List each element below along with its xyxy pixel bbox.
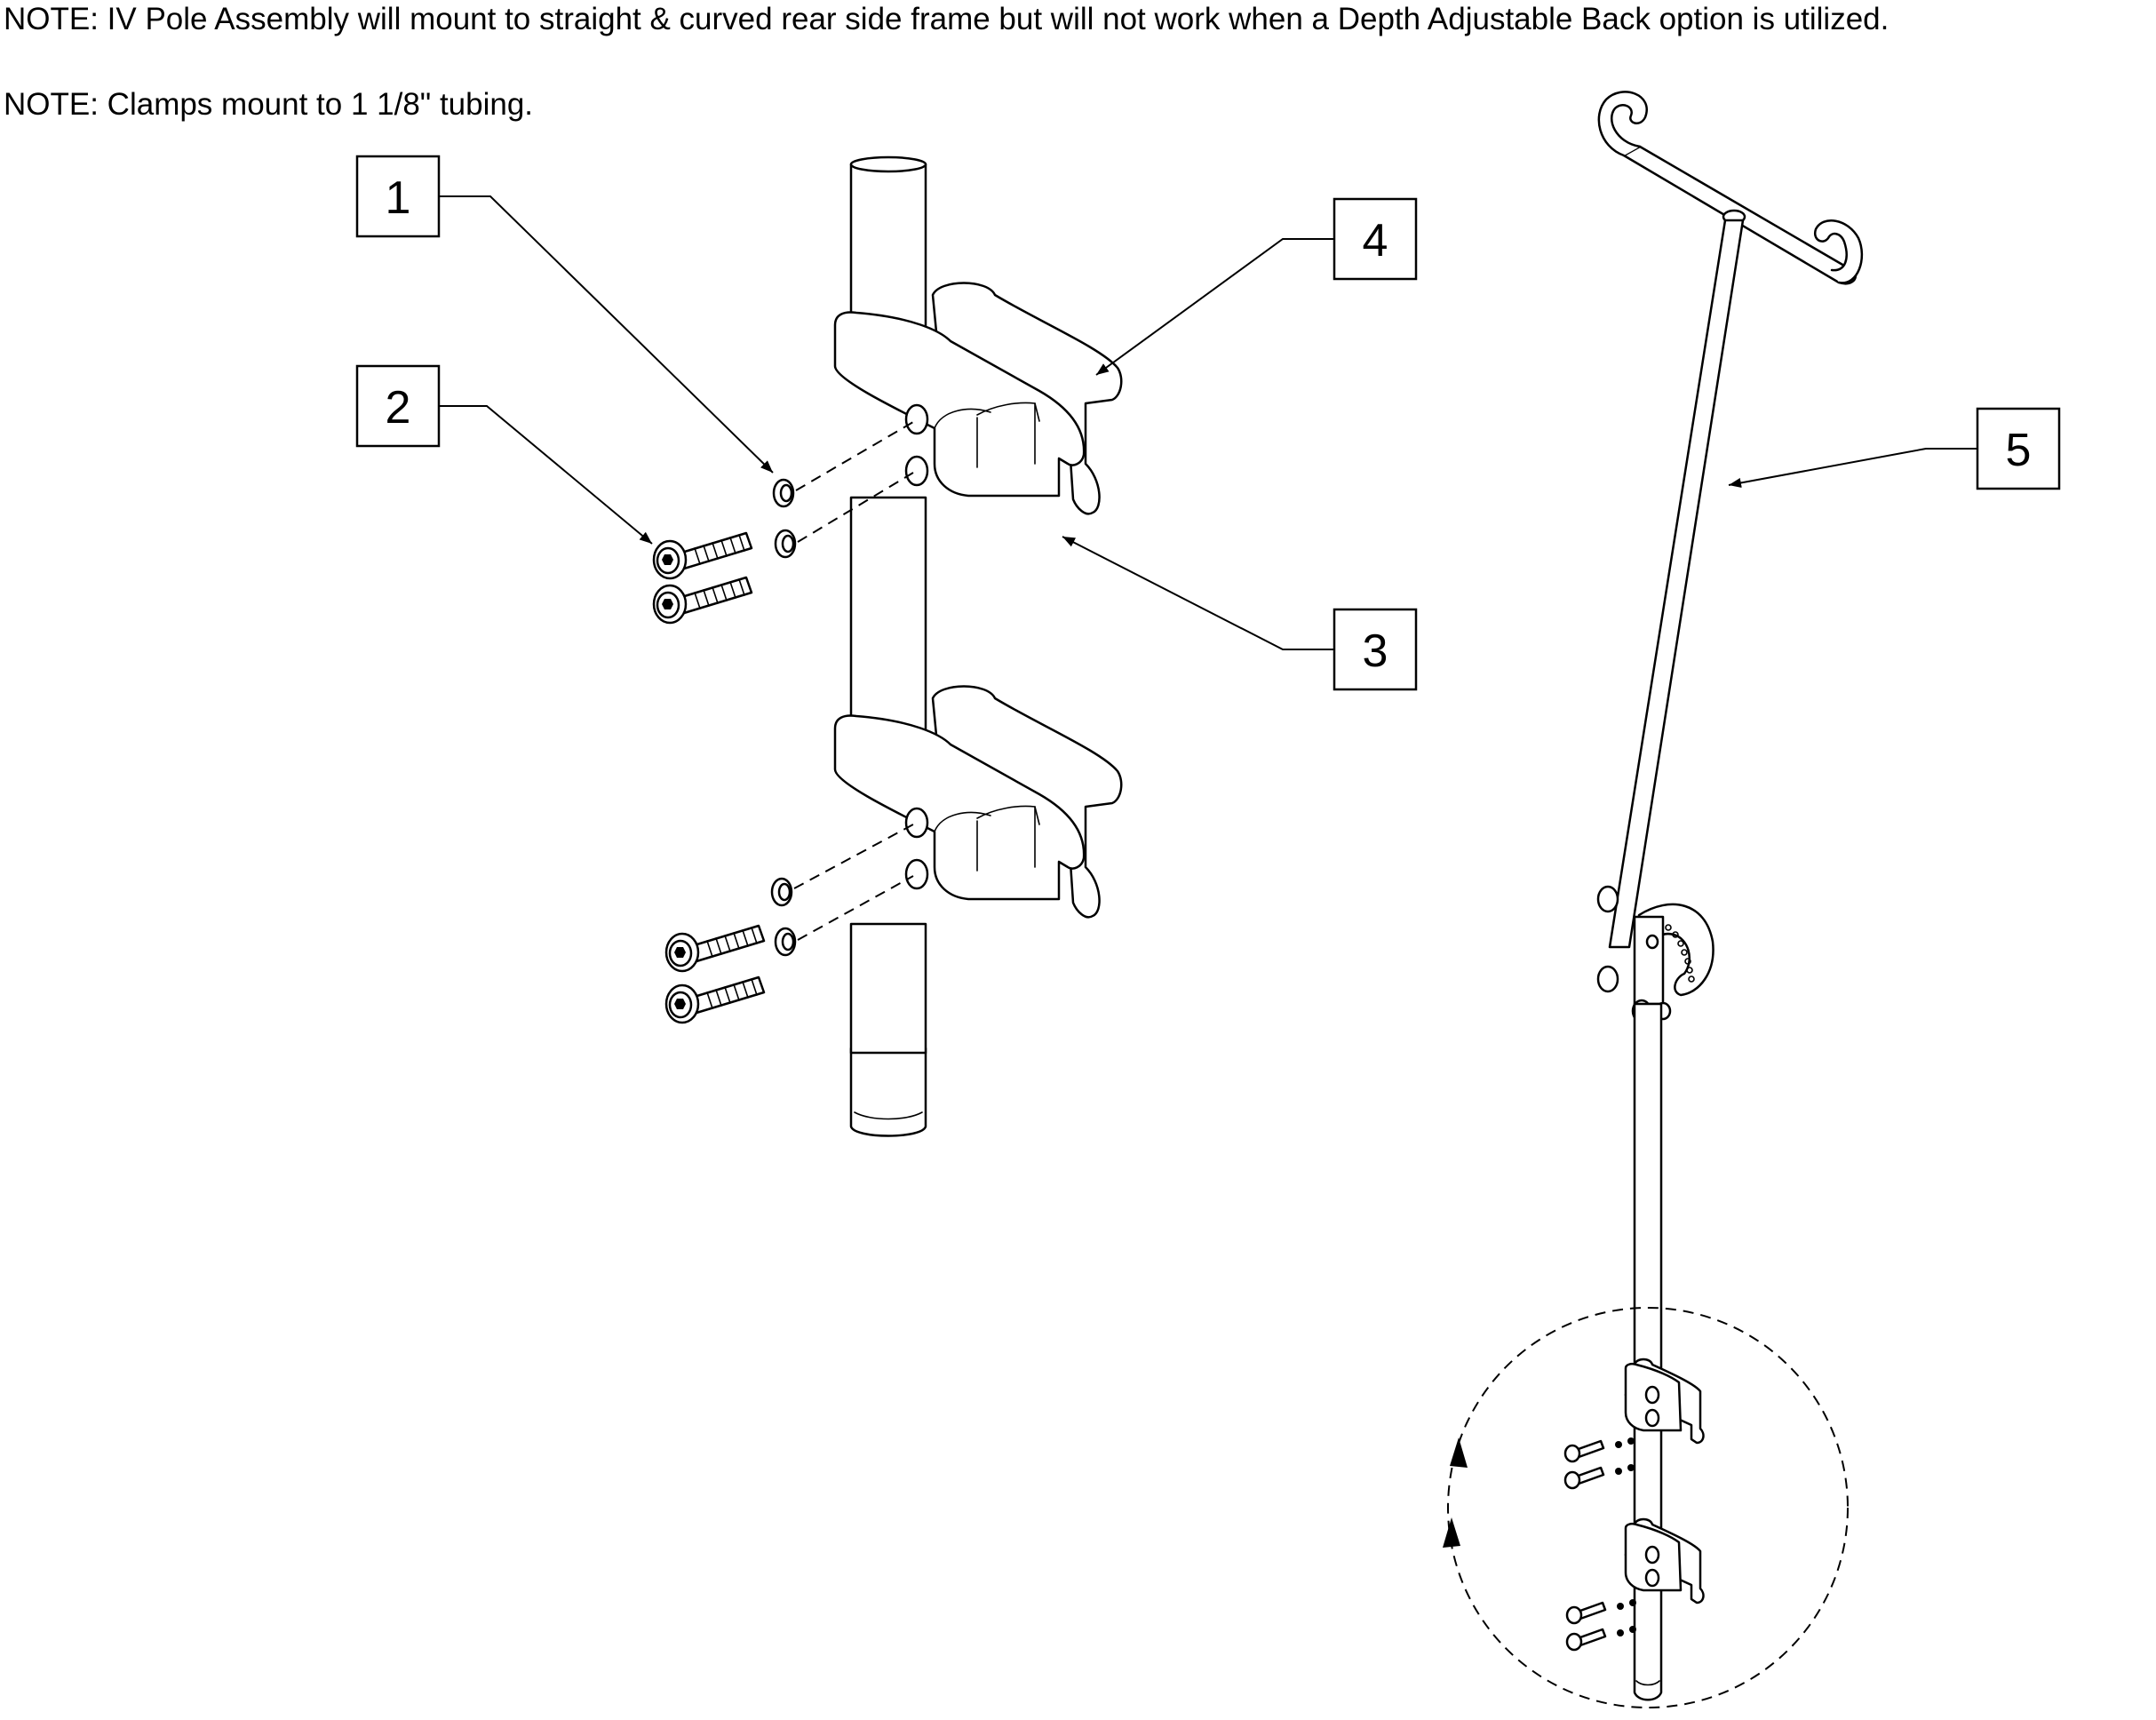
iv-pole-assembly xyxy=(1443,91,1864,1708)
upper-screws xyxy=(652,421,914,625)
callout-5-label: 5 xyxy=(2006,425,2032,476)
mini-lower-screws xyxy=(1565,1597,1638,1652)
note-clamp-tubing-size: NOTE: Clamps mount to 1 1/8" tubing. xyxy=(4,87,534,122)
callout-4-label: 4 xyxy=(1363,215,1388,267)
rotation-arrows-icon xyxy=(1443,1437,1468,1548)
lower-clamp xyxy=(833,685,1123,919)
callout-3-label: 3 xyxy=(1363,625,1388,677)
lower-screws xyxy=(664,824,914,1024)
iv-pole-adjuster xyxy=(1596,885,1714,1023)
detail-circle xyxy=(1447,1307,1849,1708)
callout-1: 1 xyxy=(355,155,774,474)
main-tube-assembly xyxy=(652,155,1123,1137)
callout-2: 2 xyxy=(355,364,653,545)
callout-4: 4 xyxy=(1095,197,1418,376)
mini-upper-screws xyxy=(1563,1436,1636,1490)
callout-5: 5 xyxy=(1728,407,2061,490)
callout-1-label: 1 xyxy=(386,172,411,224)
callout-3: 3 xyxy=(1062,536,1418,691)
callout-2-label: 2 xyxy=(386,382,411,434)
upper-clamp xyxy=(833,282,1123,515)
note-iv-pole-compatibility: NOTE: IV Pole Assembly will mount to str… xyxy=(4,2,1889,36)
